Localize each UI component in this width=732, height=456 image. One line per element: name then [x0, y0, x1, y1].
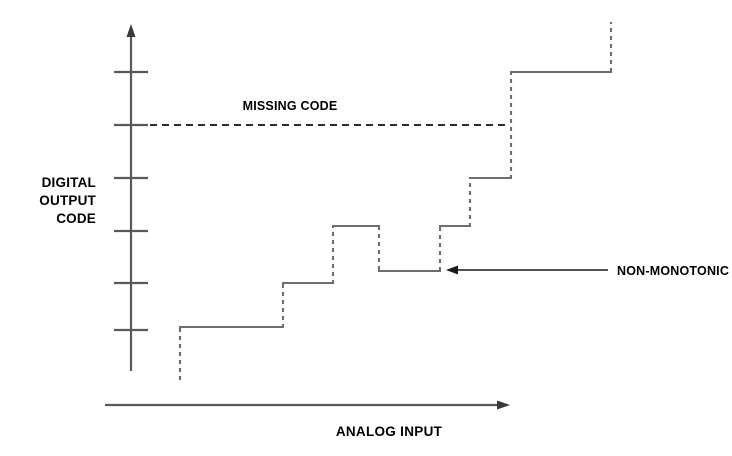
- y-axis-title-line-1: DIGITAL: [42, 175, 96, 190]
- staircase-treads: [179, 70, 612, 329]
- x-axis-title: ANALOG INPUT: [336, 424, 443, 439]
- x-axis-arrowhead: [497, 400, 510, 410]
- missing-code-annotation: MISSING CODE: [150, 99, 505, 126]
- missing-code-label: MISSING CODE: [243, 99, 338, 113]
- non-monotonic-annotation: NON-MONOTONIC: [446, 264, 729, 278]
- y-axis-ticks: [114, 70, 148, 332]
- y-axis-group: [126, 24, 136, 371]
- y-axis-title-line-2: OUTPUT: [39, 193, 96, 208]
- non-monotonic-label: NON-MONOTONIC: [617, 264, 729, 278]
- y-axis-arrowhead: [126, 24, 136, 37]
- y-axis-title: DIGITAL OUTPUT CODE: [39, 175, 96, 226]
- non-monotonic-pointer-arrowhead: [446, 265, 458, 275]
- x-axis-group: [105, 400, 510, 410]
- y-axis-title-line-3: CODE: [56, 211, 96, 226]
- staircase-risers: [178, 22, 613, 380]
